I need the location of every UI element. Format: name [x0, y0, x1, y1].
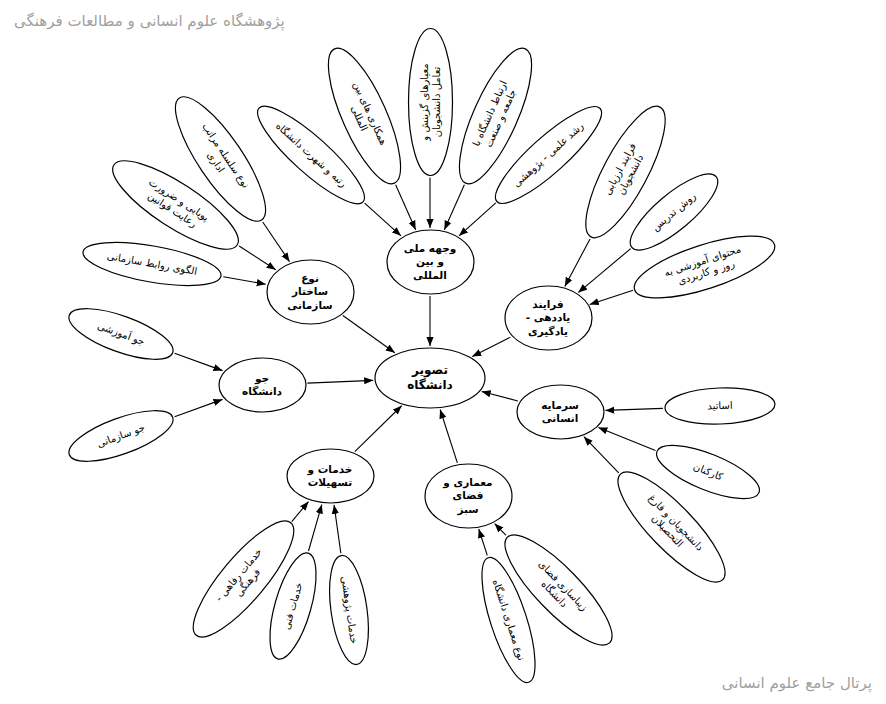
- arrow-connector: [429, 178, 430, 229]
- arrow-connector: [239, 246, 276, 270]
- arrow-connector: [343, 316, 395, 353]
- text-group: اساتید: [707, 400, 733, 413]
- node-label: وجهه ملی و بین المللی: [403, 242, 457, 281]
- central-ellipse: تصویر دانشگاه: [374, 347, 486, 409]
- arrow-connector: [598, 428, 655, 451]
- text-group: جو دانشگاه: [235, 372, 289, 398]
- text-group: وجهه ملی و بین المللی: [403, 242, 457, 281]
- watermark-label: پرتال جامع علوم انسانی: [722, 674, 872, 692]
- category-ellipse: سرمایه انسانی: [516, 384, 605, 440]
- node-label: اساتید: [707, 400, 733, 413]
- node-label: تصویر دانشگاه: [395, 363, 465, 393]
- factor-ellipse: جو آموزشی: [62, 297, 180, 371]
- node-label: معیارهای گزینش و تعامل دانشجویان: [418, 54, 443, 150]
- category-ellipse: معماری و فضای سبز: [424, 463, 513, 529]
- arrow-connector: [355, 406, 402, 452]
- text-group: فرایند یاددهی - یادگیری: [521, 298, 575, 337]
- arrow-connector: [565, 239, 590, 286]
- watermark-text: پرتال جامع علوم انسانی: [722, 674, 872, 692]
- arrow-connector: [440, 409, 457, 462]
- factor-ellipse: جو سازمانی: [62, 399, 180, 473]
- arrow-connector: [605, 408, 662, 410]
- text-group: سرمایه انسانی: [533, 399, 587, 425]
- arrow-connector: [307, 380, 373, 383]
- watermark-text: پژوهشگاه علوم انسانی و مطالعات فرهنگی: [14, 12, 285, 30]
- arrow-connector: [175, 353, 223, 370]
- text-group: تصویر دانشگاه: [395, 363, 465, 393]
- arrow-connector: [365, 203, 401, 236]
- category-ellipse: فرایند یاددهی - یادگیری: [504, 285, 593, 351]
- node-label: سرمایه انسانی: [533, 399, 587, 425]
- arrow-connector: [584, 437, 619, 473]
- factor-ellipse: معیارهای گزینش و تعامل دانشجویان: [407, 28, 453, 177]
- category-ellipse: جو دانشگاه: [218, 357, 307, 413]
- text-group: معیارهای گزینش و تعامل دانشجویان: [418, 54, 443, 150]
- arrow-connector: [308, 505, 321, 551]
- node-label: جو دانشگاه: [235, 372, 289, 398]
- arrow-connector: [263, 222, 290, 262]
- arrow-connector: [482, 392, 518, 401]
- arrow-connector: [495, 524, 506, 536]
- node-label: نوع ساختار سازمانی: [283, 272, 337, 311]
- arrow-connector: [459, 203, 496, 236]
- arrow-connector: [479, 529, 488, 555]
- arrow-connector: [444, 185, 464, 230]
- factor-ellipse: خدمات پژوهشی: [322, 552, 375, 668]
- category-ellipse: وجهه ملی و بین المللی: [386, 229, 475, 295]
- arrow-connector: [292, 502, 309, 522]
- arrow-connector: [396, 185, 416, 230]
- arrow-connector: [334, 505, 341, 553]
- text-group: خدمات و تسهیلات: [303, 463, 357, 489]
- node-label: خدمات و تسهیلات: [303, 463, 357, 489]
- category-ellipse: نوع ساختار سازمانی: [266, 259, 355, 325]
- arrow-connector: [223, 277, 265, 284]
- arrow-connector: [590, 290, 633, 304]
- arrow-connector: [175, 399, 223, 416]
- arrow-connector: [578, 249, 630, 293]
- arrow-connector: [472, 337, 510, 356]
- text-group: نوع ساختار سازمانی: [283, 272, 337, 311]
- node-label: فرایند یاددهی - یادگیری: [521, 298, 575, 337]
- category-ellipse: خدمات و تسهیلات: [286, 448, 375, 504]
- arrow-connector: [429, 296, 430, 346]
- watermark-label: پژوهشگاه علوم انسانی و مطالعات فرهنگی: [14, 12, 285, 30]
- node-label: معماری و فضای سبز: [441, 476, 495, 515]
- text-group: معماری و فضای سبز: [441, 476, 495, 515]
- factor-ellipse: اساتید: [663, 385, 776, 427]
